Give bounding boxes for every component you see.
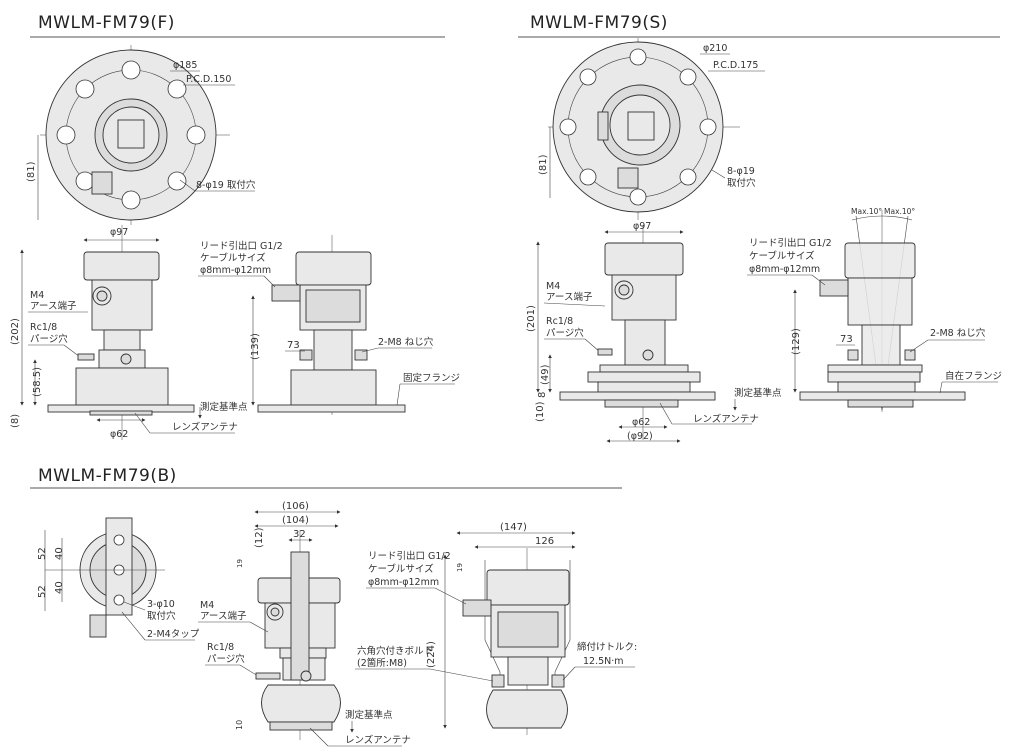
holes-label-1: 8-φ19 xyxy=(727,166,755,177)
top-view: 52 40 52 40 3-φ10 取付穴 2-M4タップ xyxy=(37,517,200,641)
purge-label-1: Rc1/8 xyxy=(207,642,234,653)
flange-label: 自在フランジ xyxy=(945,370,1002,382)
height-dim: (139) xyxy=(250,333,261,360)
bolt-label-1: 六角穴付きボルト xyxy=(357,645,433,657)
lead-label-2: ケーブルサイズ xyxy=(368,563,434,575)
earth-label-1: M4 xyxy=(30,290,44,301)
lead-label-1: リード引出口 G1/2 xyxy=(200,240,283,252)
screw-holes-label: 2-M8 ねじ穴 xyxy=(930,327,986,339)
earth-label-2: アース端子 xyxy=(546,291,593,303)
screw-holes-label: 2-M8 ねじ穴 xyxy=(378,336,434,348)
total-height-dim: (201) xyxy=(526,305,537,332)
antenna-length-dim: (10) xyxy=(535,401,546,422)
torque-label-2: 12.5N·m xyxy=(583,656,624,667)
inner-width-dim: (104) xyxy=(282,515,309,526)
lead-label-3: φ8mm-φ12mm xyxy=(368,577,439,588)
ref-point-label: 測定基準点 xyxy=(734,387,782,399)
tilt-angle-left: Max.10° xyxy=(851,207,882,216)
inner-width-dim: 126 xyxy=(535,536,554,547)
mounting-bracket xyxy=(290,551,310,681)
small-dim: 19 xyxy=(236,559,244,568)
dim-40-lower: 40 xyxy=(54,581,65,594)
lead-label-1: リード引出口 G1/2 xyxy=(368,550,451,562)
bolt-label-2: (2箇所:M8) xyxy=(357,657,407,669)
width-dim: φ97 xyxy=(633,221,651,232)
top-view: (81) φ210 P.C.D.175 8-φ19 取付穴 xyxy=(538,38,765,220)
lead-label-2: ケーブルサイズ xyxy=(200,252,266,264)
outer-width-dim: (106) xyxy=(282,501,309,512)
flange-dia-dim: φ185 xyxy=(173,60,197,71)
top-offset-dim: (12) xyxy=(254,527,265,548)
purge-label-1: Rc1/8 xyxy=(30,322,57,333)
purge-height-dim: (58.5) xyxy=(32,367,43,397)
height-dim: (81) xyxy=(26,161,37,182)
cable-gland xyxy=(91,171,113,195)
flange-thickness-dim: (8) xyxy=(10,414,21,428)
lead-label-3: φ8mm-φ12mm xyxy=(749,264,820,275)
lead-label-3: φ8mm-φ12mm xyxy=(200,265,271,276)
front-view: φ97 (202) M4 アース端子 Rc1/8 パージ穴 (58.5) (8)… xyxy=(10,225,248,440)
dim-52-upper: 52 xyxy=(37,547,48,560)
earth-label-1: M4 xyxy=(200,600,214,611)
tilt-angle-right: Max.10° xyxy=(884,207,915,216)
bolt-span-dim: 73 xyxy=(840,334,853,345)
small-dim: 19 xyxy=(456,563,464,572)
top-view: (81) φ185 P.C.D.150 8-φ19 取付穴 xyxy=(26,45,256,225)
holes-label-2: 取付穴 xyxy=(147,610,176,622)
height-dim: (81) xyxy=(538,154,549,175)
torque-label-1: 締付けトルク: xyxy=(577,641,637,653)
height-dim: (224) xyxy=(426,641,437,668)
section-fm79-s: MWLM-FM79(S) (81) φ210 P.C.D.175 xyxy=(518,13,1002,443)
bolt-holes xyxy=(56,60,206,210)
bracket-width-dim: 32 xyxy=(293,529,306,540)
section-fm79-b: MWLM-FM79(B) 52 40 52 40 3-φ10 取付穴 2-M4タ… xyxy=(30,466,637,747)
purge-label-2: パージ穴 xyxy=(30,333,68,345)
holes-label-2: 取付穴 xyxy=(727,177,756,189)
pcd-dim: P.C.D.150 xyxy=(186,74,231,85)
holes-label-1: 3-φ10 xyxy=(147,599,175,610)
side-view: リード引出口 G1/2 ケーブルサイズ φ8mm-φ12mm (139) 73 … xyxy=(198,235,460,415)
flange-label: 固定フランジ xyxy=(403,372,460,384)
antenna-length-dim: 10 xyxy=(235,720,244,730)
purge-label-2: パージ穴 xyxy=(207,653,245,665)
ref-point-label: 測定基準点 xyxy=(345,709,393,721)
lead-label-2: ケーブルサイズ xyxy=(749,250,815,262)
dim-52-lower: 52 xyxy=(37,585,48,598)
front-view: φ97 (201) M4 アース端子 Rc1/8 パージ穴 (49) 8 (10… xyxy=(526,221,782,443)
lead-label-1: リード引出口 G1/2 xyxy=(749,237,832,249)
antenna-dia-dim: φ62 xyxy=(632,417,650,428)
earth-label-2: アース端子 xyxy=(200,610,247,622)
outer-dia-dim: (φ92) xyxy=(627,431,653,442)
antenna-dia-dim: φ62 xyxy=(110,429,128,440)
antenna-label: レンズアンテナ xyxy=(172,421,238,433)
section-title: MWLM-FM79(S) xyxy=(530,13,668,33)
total-height-dim: (202) xyxy=(10,318,21,345)
side-view: Max.10° Max.10° リード引出口 G1/2 ケーブルサイズ φ8mm… xyxy=(747,207,1002,412)
pcd-dim: P.C.D.175 xyxy=(713,60,758,71)
section-title: MWLM-FM79(B) xyxy=(38,466,177,486)
flange-dia-dim: φ210 xyxy=(703,43,727,54)
purge-label-1: Rc1/8 xyxy=(546,316,573,327)
outer-width-dim: (147) xyxy=(500,522,527,533)
front-view: (147) 126 19 (224) リード引出口 G1/2 ケーブルサイズ φ… xyxy=(355,522,637,735)
earth-label-2: アース端子 xyxy=(30,300,77,312)
earth-label-1: M4 xyxy=(546,281,560,292)
section-title: MWLM-FM79(F) xyxy=(38,13,175,33)
bolt-holes xyxy=(559,48,717,206)
side-view: (106) (104) 32 (12) 19 M4 アース端子 Rc1/8 パー… xyxy=(198,501,411,747)
width-dim: φ97 xyxy=(110,227,128,238)
purge-height-dim: (49) xyxy=(540,364,551,385)
bolt-span-dim: 73 xyxy=(287,340,300,351)
tap-label: 2-M4タップ xyxy=(147,629,200,640)
section-fm79-f: MWLM-FM79(F) (81) φ185 P.C.D.150 8-φ19 xyxy=(10,13,460,440)
antenna-label: レンズアンテナ xyxy=(345,734,411,746)
purge-label-2: パージ穴 xyxy=(546,327,584,339)
ref-point-label: 測定基準点 xyxy=(200,401,248,413)
dim-40-upper: 40 xyxy=(54,547,65,560)
height-dim: (129) xyxy=(791,328,802,355)
antenna-label: レンズアンテナ xyxy=(693,413,759,425)
holes-label: 8-φ19 取付穴 xyxy=(196,179,256,191)
flange-thickness-dim: 8 xyxy=(537,392,548,398)
